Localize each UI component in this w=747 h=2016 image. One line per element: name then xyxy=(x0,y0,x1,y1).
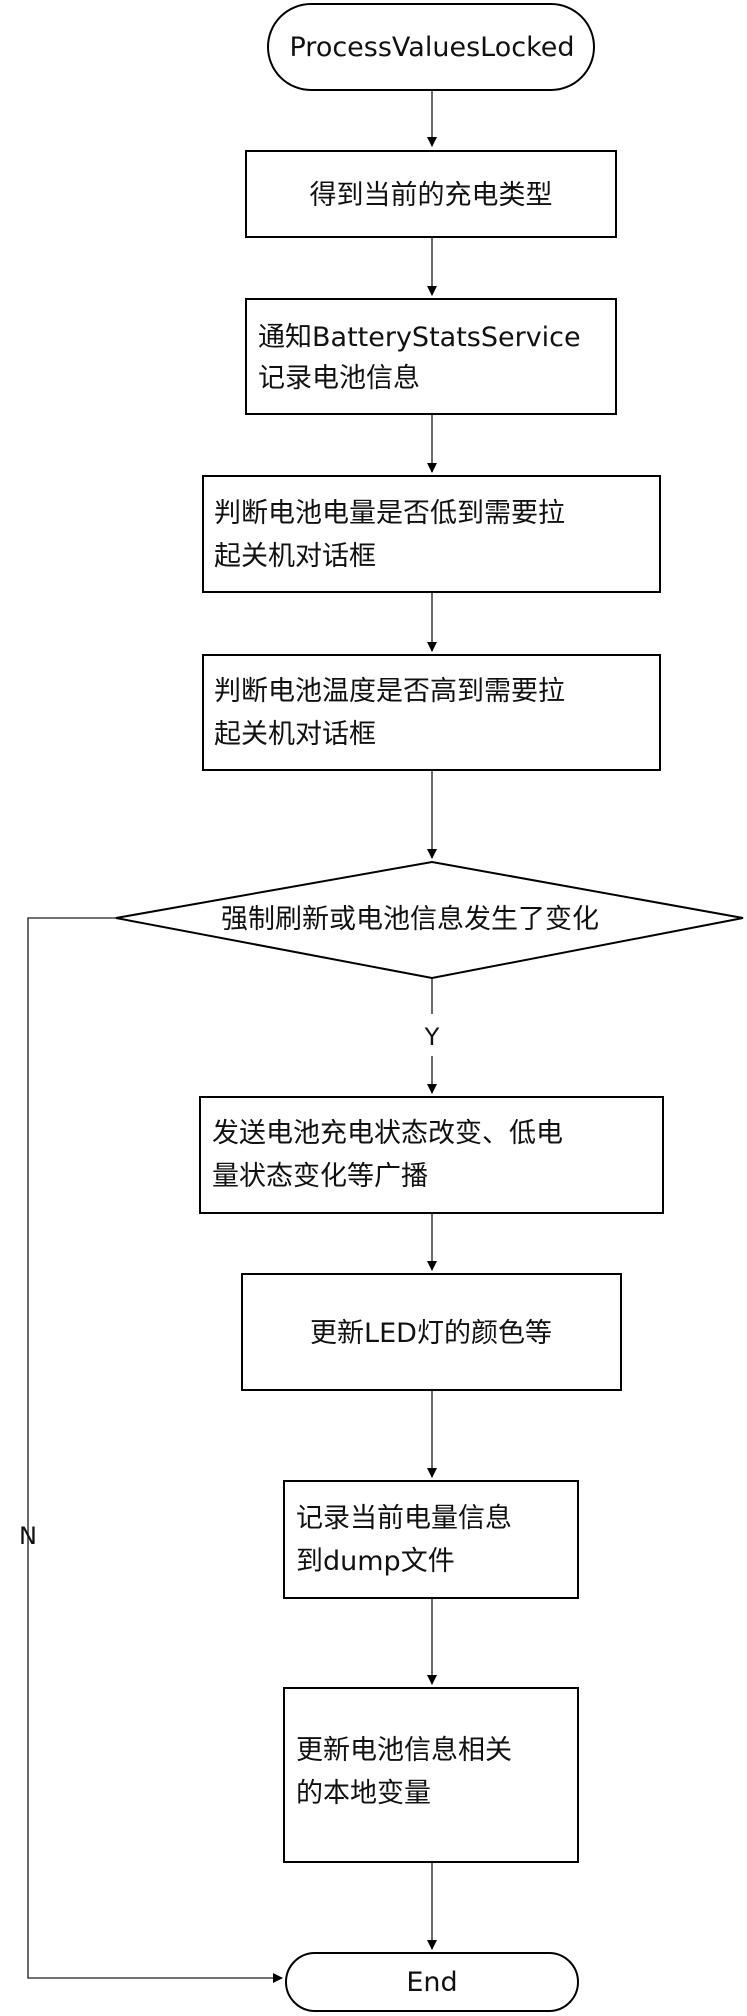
send-broadcast-box xyxy=(199,1096,664,1214)
update-vars-label: 更新电池信息相关 的本地变量 xyxy=(296,1735,521,1809)
arrow-decision-no-to-end xyxy=(27,917,283,1983)
check-low-box xyxy=(202,475,661,593)
connectors xyxy=(27,90,437,1983)
start-terminal xyxy=(267,3,595,91)
end-terminal xyxy=(285,1952,579,2012)
get-charge-type-label: 得到当前的充电类型 xyxy=(310,180,553,211)
start-label: ProcessValuesLocked xyxy=(290,32,575,63)
check-low-label: 判断电池电量是否低到需要拉 起关机对话框 xyxy=(214,498,574,572)
send-broadcast-label: 发送电池充电状态改变、低电 量状态变化等广播 xyxy=(212,1118,572,1192)
check-temp-box xyxy=(202,654,661,771)
decision-diamond xyxy=(115,860,744,980)
notify-stats-box xyxy=(245,298,617,415)
no-label: N xyxy=(19,1522,37,1550)
update-led-label: 更新LED灯的颜色等 xyxy=(310,1318,552,1349)
notify-stats-label: 通知BatteryStatsService 记录电池信息 xyxy=(258,322,589,394)
end-label: End xyxy=(406,1967,457,1998)
get-charge-type-box xyxy=(245,150,617,238)
record-dump-box xyxy=(283,1480,579,1599)
update-led-box xyxy=(241,1273,622,1391)
decision-label: 强制刷新或电池信息发生了变化 xyxy=(221,904,599,935)
yes-label: Y xyxy=(424,1023,440,1051)
update-vars-box xyxy=(283,1687,579,1863)
record-dump-label: 记录当前电量信息 到dump文件 xyxy=(296,1503,521,1577)
check-temp-label: 判断电池温度是否高到需要拉 起关机对话框 xyxy=(214,676,574,750)
